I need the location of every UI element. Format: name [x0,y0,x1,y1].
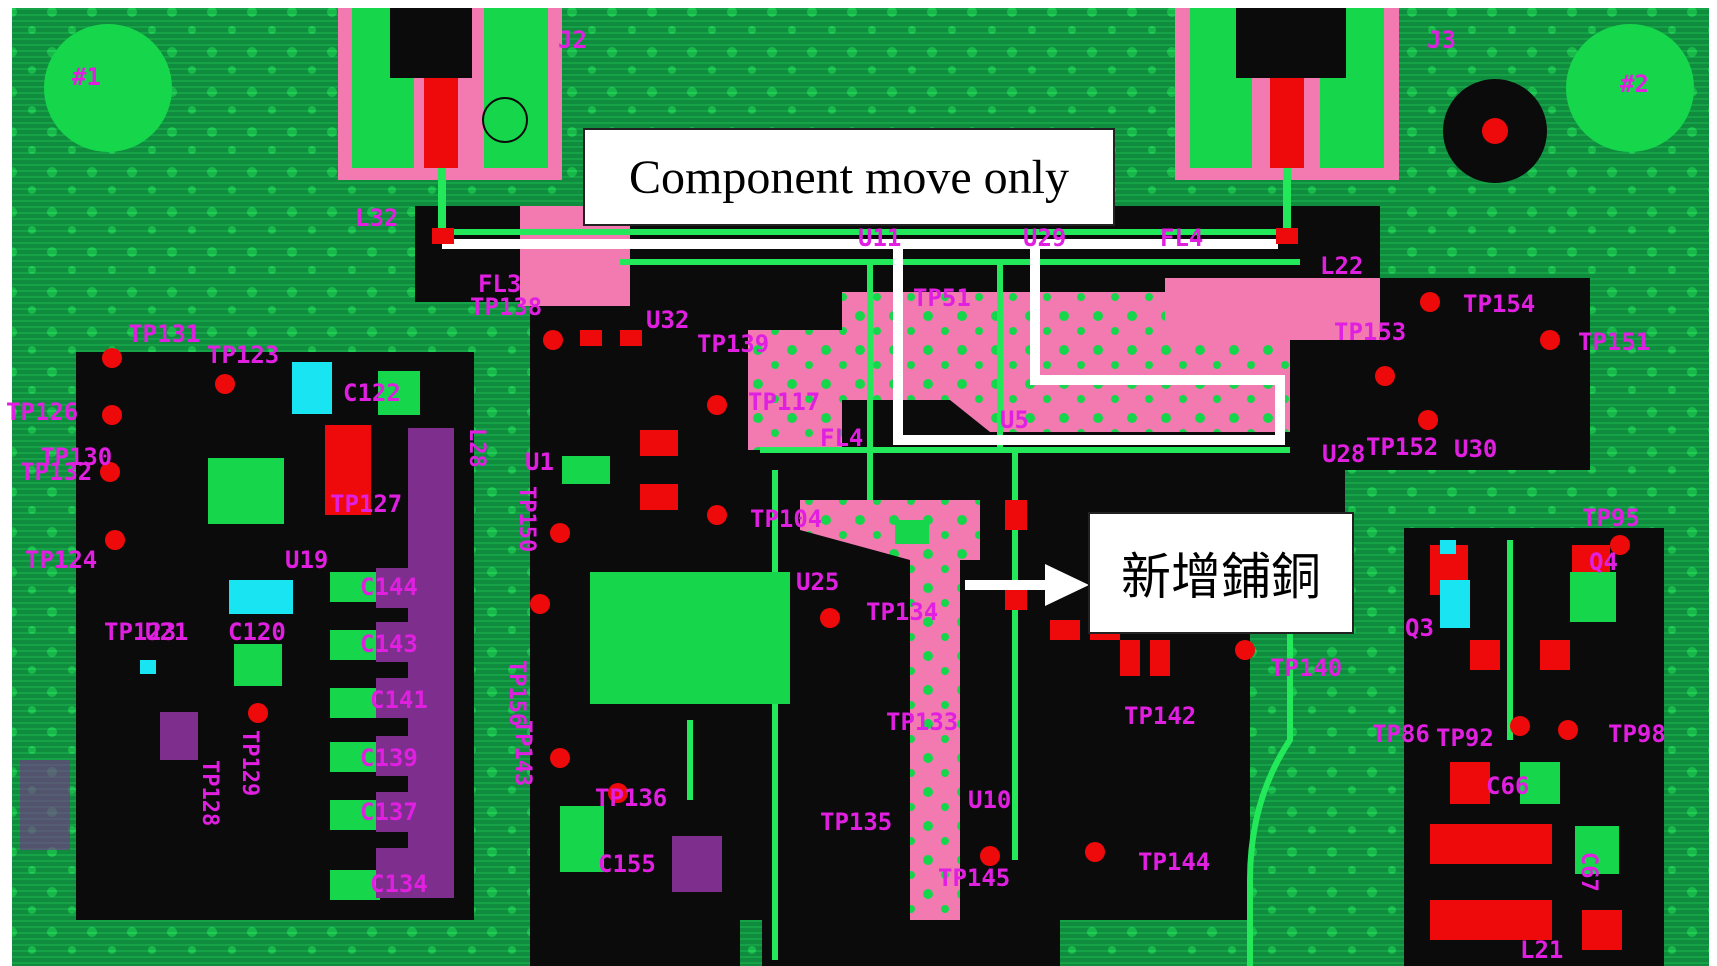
refdes-label: TP142 [1124,702,1196,730]
test-points-red [100,292,1630,866]
refdes-label: TP127 [330,490,402,518]
connector-j2 [338,8,562,232]
refdes-label: TP117 [748,388,820,416]
refdes-label: FL4 [820,424,863,452]
refdes-label: C141 [370,686,428,714]
refdes-label: TP154 [1463,290,1535,318]
refdes-label: TP128 [197,760,222,826]
refdes-label: C120 [228,618,286,646]
refdes-label: L22 [1320,252,1363,280]
refdes-label: TP151 [1578,328,1650,356]
refdes-label: TP144 [1138,848,1210,876]
refdes-label: U5 [1000,406,1029,434]
refdes-label: TP143 [510,720,535,786]
refdes-label: J3 [1427,26,1456,54]
refdes-label: C139 [360,744,418,772]
refdes-label: TP152 [1366,433,1438,461]
refdes-label: U21 [145,618,188,646]
refdes-label: U29 [1023,224,1066,252]
refdes-label: TP126 [6,398,78,426]
refdes-label: TP124 [25,546,97,574]
mount-hole-1 [44,24,172,152]
refdes-label: U25 [796,568,839,596]
refdes-label: C122 [343,379,401,407]
refdes-label: TP150 [514,486,539,552]
arrow-head [1045,564,1089,606]
refdes-label: U10 [968,786,1011,814]
component-move-text: Component move only [629,150,1069,204]
refdes-label: FL4 [1160,224,1203,252]
refdes-label: TP95 [1582,504,1640,532]
refdes-label: FL3 [478,270,521,298]
refdes-label: TP131 [128,320,200,348]
refdes-label: TP132 [20,458,92,486]
refdes-label: L28 [464,428,489,468]
pink-copper-tp117 [748,330,842,450]
refdes-label: TP136 [595,784,667,812]
pink-copper-right [1165,278,1380,340]
refdes-label: TP92 [1436,724,1494,752]
pink-copper-vertical [800,500,980,920]
refdes-label: TP135 [820,808,892,836]
new-copper-text: 新增鋪銅 [1121,549,1321,605]
new-copper-callout: 新增鋪銅 [1088,512,1354,634]
refdes-label: C134 [370,870,428,898]
arrow-shaft [965,580,1049,590]
cyan-parts [140,362,1470,674]
refdes-label: #1 [72,63,101,91]
refdes-label: U11 [858,224,901,252]
via-large-center [1482,118,1508,144]
refdes-label: U30 [1454,435,1497,463]
refdes-label: U19 [285,546,328,574]
refdes-label: TP123 [104,618,176,646]
green-parts [208,371,1619,900]
refdes-label: TP139 [697,330,769,358]
edge-connector [20,760,70,850]
refdes-label: C143 [360,630,418,658]
refdes-label: L32 [355,204,398,232]
refdes-label: C67 [1576,852,1601,892]
connector-j3 [1175,8,1399,232]
refdes-label: C155 [598,850,656,878]
refdes-label: Q4 [1589,548,1618,576]
rerouted-traces [442,239,1285,445]
refdes-label: C66 [1486,772,1529,800]
refdes-label: TP145 [938,864,1010,892]
refdes-label: L21 [1520,936,1563,964]
refdes-label: TP130 [40,443,112,471]
refdes-label: TP51 [913,284,971,312]
refdes-label: #2 [1620,70,1649,98]
refdes-label: U28 [1322,440,1365,468]
refdes-label: J2 [558,26,587,54]
refdes-label: C137 [360,798,418,826]
refdes-label: U1 [525,448,554,476]
refdes-label: TP123 [207,341,279,369]
refdes-label: C144 [360,573,418,601]
traces [442,229,1513,966]
refdes-label: TP156 [504,660,529,726]
refdes-label: TP134 [866,598,938,626]
copper-arrow [965,564,1089,606]
refdes-label: TP98 [1608,720,1666,748]
component-move-callout: Component move only [583,128,1115,226]
refdes-label: TP153 [1334,318,1406,346]
refdes-label: TP86 [1372,720,1430,748]
refdes-label: TP138 [470,293,542,321]
refdes-label: TP104 [750,505,822,533]
refdes-label: U32 [646,306,689,334]
refdes-label: Q3 [1405,614,1434,642]
refdes-label: TP129 [237,730,262,796]
purple-parts [160,428,722,898]
refdes-label: TP140 [1270,654,1342,682]
refdes-label: TP133 [886,708,958,736]
mount-hole-2 [1566,24,1694,152]
